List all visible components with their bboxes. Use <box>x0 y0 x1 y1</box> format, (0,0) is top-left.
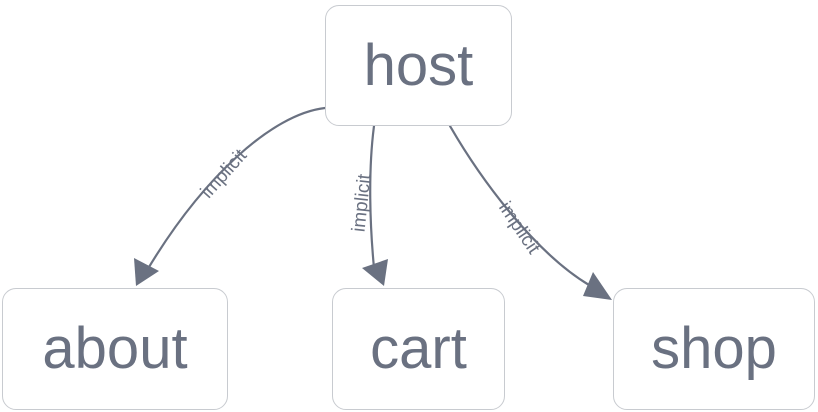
node-shop-label: shop <box>651 316 777 381</box>
edge-host-shop[interactable] <box>448 124 612 300</box>
edge-host-cart-arrowhead <box>362 259 388 286</box>
edge-host-about-line <box>144 106 327 274</box>
node-cart-label: cart <box>370 316 467 381</box>
node-host-label: host <box>363 32 474 98</box>
edge-host-shop-line <box>448 124 591 287</box>
node-host[interactable]: host <box>325 5 512 126</box>
edge-host-cart-line <box>369 124 376 270</box>
edge-host-about[interactable] <box>134 106 327 286</box>
edge-host-cart[interactable] <box>362 124 388 286</box>
node-about[interactable]: about <box>2 288 228 410</box>
node-cart[interactable]: cart <box>332 288 505 410</box>
node-shop[interactable]: shop <box>613 288 815 410</box>
edge-host-shop-arrowhead <box>583 272 612 300</box>
edge-host-about-arrowhead <box>134 258 159 286</box>
node-about-label: about <box>42 316 188 381</box>
